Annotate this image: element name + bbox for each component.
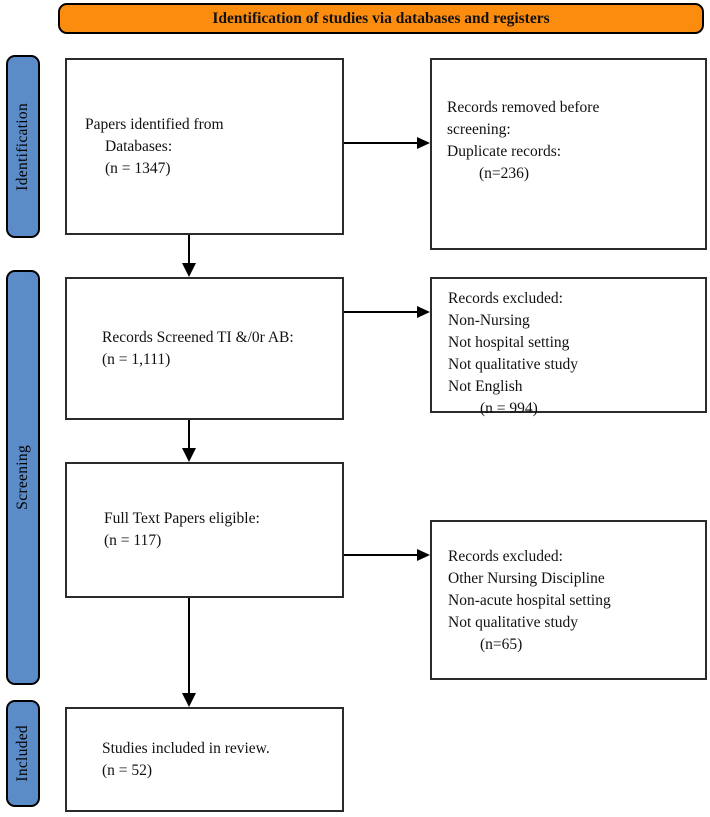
- box-records-excluded-eligibility: Records excluded: Other Nursing Discipli…: [430, 520, 707, 680]
- arrow-eligible-to-excluded: [344, 549, 430, 561]
- box-papers-identified: Papers identified from Databases: (n = 1…: [65, 58, 344, 235]
- stage-bar-screening: Screening: [6, 270, 40, 685]
- diagram-title: Identification of studies via databases …: [212, 9, 550, 27]
- box-text-line: (n=236): [479, 165, 530, 182]
- box-text-line: (n = 1,111): [102, 350, 171, 368]
- box-records-removed: Records removed before screening: Duplic…: [430, 58, 707, 250]
- box-text-line: (n = 994): [480, 400, 538, 417]
- stage-bar-included: Included: [6, 700, 40, 807]
- box-text-line: screening:: [447, 121, 511, 138]
- box-text-line: Records excluded:: [448, 290, 563, 307]
- box-text-line: (n=65): [480, 636, 523, 653]
- box-text-line: Non-Nursing: [448, 312, 530, 329]
- box-text-line: Studies included in review.: [102, 739, 270, 757]
- arrow-identified-to-screened: [182, 235, 196, 277]
- box-text-line: Records excluded:: [448, 548, 563, 565]
- stage-label-identification: Identification: [14, 102, 31, 191]
- box-text-line: Papers identified from: [85, 115, 224, 133]
- box-text-line: Records removed before: [447, 99, 600, 116]
- arrow-screened-to-eligible: [182, 420, 196, 462]
- stage-bar-identification: Identification: [6, 55, 40, 238]
- box-text-line: Not English: [448, 378, 523, 395]
- arrow-eligible-to-included: [182, 598, 196, 707]
- box-text-line: (n = 1347): [105, 159, 171, 177]
- box-text-line: Not qualitative study: [448, 614, 579, 631]
- arrow-identified-to-removed: [344, 137, 430, 149]
- stage-label-screening: Screening: [14, 445, 31, 510]
- box-text-line: Non-acute hospital setting: [448, 592, 611, 609]
- box-text-line: Not qualitative study: [448, 356, 579, 373]
- arrow-screened-to-excluded: [344, 306, 430, 318]
- box-records-screened: Records Screened TI &/0r AB: (n = 1,111): [65, 277, 344, 420]
- box-studies-included: Studies included in review. (n = 52): [65, 707, 344, 812]
- box-text-line: Records Screened TI &/0r AB:: [102, 328, 294, 346]
- box-text-line: (n = 52): [102, 761, 153, 779]
- diagram-title-banner: Identification of studies via databases …: [58, 3, 704, 34]
- box-text-line: Duplicate records:: [447, 143, 562, 160]
- box-text-line: Full Text Papers eligible:: [104, 510, 260, 527]
- box-text-line: Other Nursing Discipline: [448, 570, 605, 587]
- stage-label-included: Included: [14, 725, 31, 782]
- box-text-line: Not hospital setting: [448, 334, 570, 351]
- box-full-text-eligible: Full Text Papers eligible: (n = 117): [65, 462, 344, 598]
- box-text-line: (n = 117): [104, 532, 162, 549]
- box-text-line: Databases:: [105, 137, 173, 155]
- box-records-excluded-screening: Records excluded: Non-Nursing Not hospit…: [430, 277, 707, 417]
